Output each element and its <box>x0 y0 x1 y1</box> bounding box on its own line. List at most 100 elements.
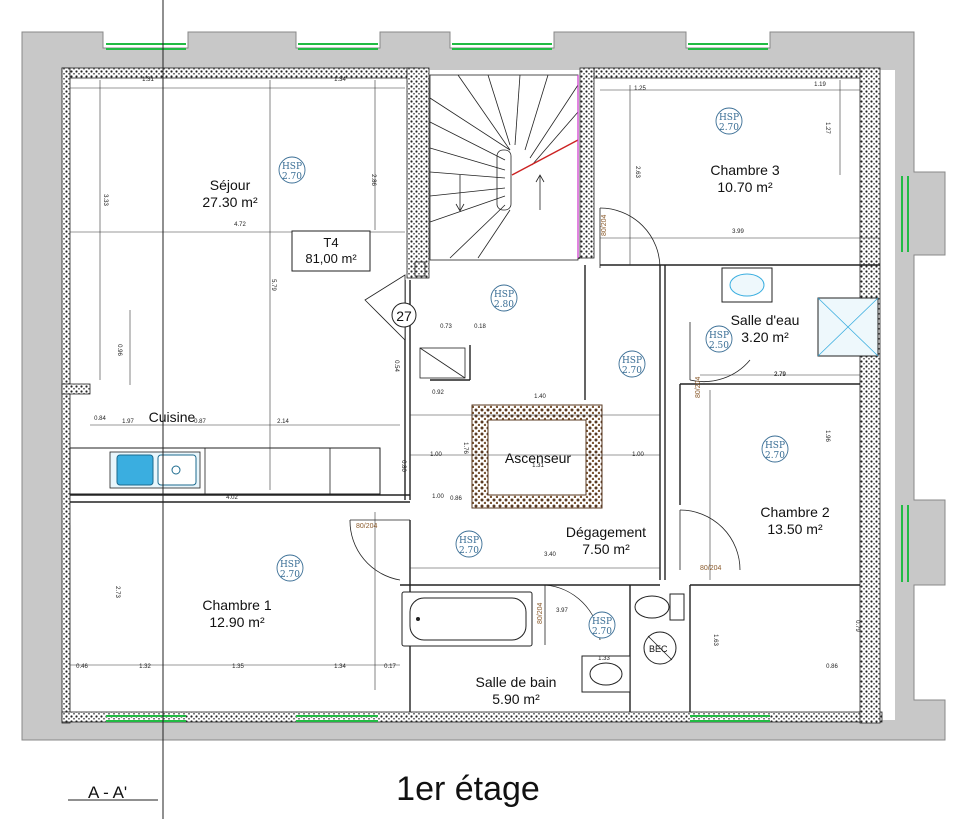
dimension-value: 1.19 <box>814 82 826 88</box>
room-name-chambre1: Chambre 1 <box>202 597 271 613</box>
dimension-value: 4.02 <box>226 495 238 501</box>
dimension-value: 1.00 <box>430 452 442 458</box>
dimension-value: 0.79 <box>854 620 860 632</box>
dimension-value: 1.00 <box>432 494 444 500</box>
stair-number: 27 <box>396 308 412 324</box>
outer-wall <box>21 31 946 741</box>
hsp-label: HSP <box>494 290 514 300</box>
room-area-degagement: 7.50 m² <box>582 541 630 557</box>
hsp-label: HSP <box>282 162 302 172</box>
room-area-salle-deau: 3.20 m² <box>741 329 789 345</box>
dimension-value: 5.79 <box>270 279 276 291</box>
hsp-label: HSP <box>459 536 479 546</box>
hsp-value: 2.80 <box>494 300 514 310</box>
dimension-value: 3.40 <box>544 552 556 558</box>
dimension-value: 0.92 <box>432 390 444 396</box>
apartment-area: 81,00 m² <box>305 251 357 266</box>
room-area-chambre1: 12.90 m² <box>209 614 265 630</box>
dimension-value: 1.34 <box>334 77 346 83</box>
room-area-chambre3: 10.70 m² <box>717 179 773 195</box>
interior-partitions <box>70 257 880 712</box>
dimension-value: 2.73 <box>114 586 120 598</box>
dimension-value: 0.46 <box>76 664 88 670</box>
ceiling-height-badges: HSP2.70HSP2.70HSP2.50HSP2.70HSP2.70HSP2.… <box>276 107 789 639</box>
windows <box>106 43 909 722</box>
dimension-value: 1.40 <box>534 394 546 400</box>
dimension-value: 1.63 <box>712 634 718 646</box>
kitchen-sink-icon <box>116 454 197 486</box>
room-name-degagement: Dégagement <box>566 524 646 540</box>
room-name-salle-de-bain: Salle de bain <box>476 674 557 690</box>
dimension-value: 0.17 <box>384 664 396 670</box>
elevator-shaft <box>471 404 603 509</box>
hsp-label: HSP <box>709 331 729 341</box>
hsp-label: HSP <box>765 441 785 451</box>
dimension-value: 0.18 <box>474 324 486 330</box>
room-name-cuisine: Cuisine <box>149 409 196 425</box>
dimension-value: 3.33 <box>102 194 108 206</box>
hsp-value: 2.50 <box>709 341 729 351</box>
shower-icon <box>817 297 879 357</box>
stair-number-badge: 27 <box>391 302 417 328</box>
dimension-value: 0.54 <box>393 360 399 372</box>
hsp-label: HSP <box>622 356 642 366</box>
door-label: 80/204 <box>537 602 544 624</box>
hsp-value: 2.70 <box>459 546 479 556</box>
hsp-label: HSP <box>719 113 739 123</box>
dimension-value: 2.79 <box>774 372 786 378</box>
hsp-label: HSP <box>280 560 300 570</box>
section-label: A - A' <box>88 783 127 802</box>
bathtub-icon <box>401 591 533 647</box>
water-heater-icon <box>643 631 677 665</box>
dimension-value: 1.96 <box>824 430 830 442</box>
bec-label: BEC <box>649 644 668 654</box>
dimension-value: 0.80 <box>400 460 406 472</box>
room-area-salle-de-bain: 5.90 m² <box>492 691 540 707</box>
room-area-sejour: 27.30 m² <box>202 194 258 210</box>
dimension-value: 0.84 <box>94 416 106 422</box>
dimension-value: 0.86 <box>450 496 462 502</box>
hsp-value: 2.70 <box>282 172 302 182</box>
dimension-value: 1.76 <box>462 442 468 454</box>
dimension-value: 2.79 <box>774 372 786 378</box>
dimension-lines <box>69 80 880 712</box>
dimension-value: 0.73 <box>440 324 452 330</box>
floor-title: 1er étage <box>396 770 540 808</box>
dimension-value: 1.00 <box>632 452 644 458</box>
hsp-value: 2.70 <box>280 570 300 580</box>
washbasin-icon <box>581 655 631 693</box>
dimension-value: 2.63 <box>634 166 640 178</box>
apartment-summary: T4 81,00 m² <box>291 230 371 272</box>
room-name-salle-deau: Salle d'eau <box>731 312 800 328</box>
dimension-value: 3.97 <box>556 608 568 614</box>
door-label: 80/204 <box>695 376 702 398</box>
dimension-value: 1.27 <box>824 122 830 134</box>
door-label: 80/204 <box>700 565 722 572</box>
hsp-value: 2.70 <box>719 123 739 133</box>
section-line: A - A' <box>68 0 164 819</box>
dimension-value: 2.86 <box>370 174 376 186</box>
toilet-icon <box>634 593 685 621</box>
dimension-value: 1.35 <box>232 664 244 670</box>
hsp-value: 2.70 <box>592 627 612 637</box>
hsp-value: 2.70 <box>622 366 642 376</box>
shower-room-basin-icon <box>721 267 773 303</box>
door-label: 80/204 <box>601 214 608 236</box>
dimension-value: 3.99 <box>732 229 744 235</box>
dimension-value: 0.96 <box>116 344 122 356</box>
dimension-value: 1.32 <box>139 664 151 670</box>
dimension-value: 1.97 <box>122 419 134 425</box>
landing-details <box>364 261 466 379</box>
dimension-value: 1.25 <box>634 86 646 92</box>
dimension-value: 1.34 <box>334 664 346 670</box>
